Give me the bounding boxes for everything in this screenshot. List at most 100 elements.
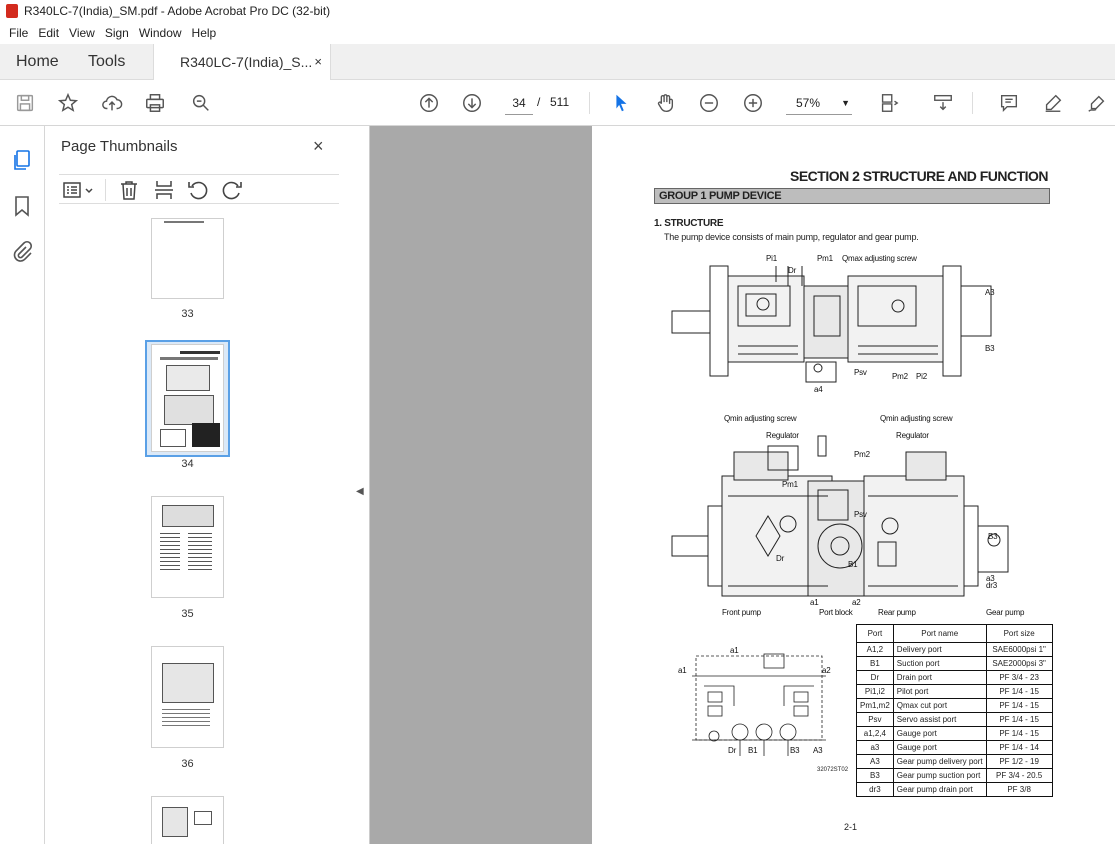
structure-description: The pump device consists of main pump, r… <box>664 232 919 242</box>
table-header-port: Port <box>856 624 894 643</box>
tab-document-label: R340LC-7(India)_S... <box>180 54 313 70</box>
page-thumbnail[interactable] <box>151 496 224 598</box>
panel-splitter[interactable]: ◀ <box>350 126 370 844</box>
cell-port-size: PF 1/4 - 14 <box>985 740 1053 755</box>
label-rear-pump: Rear pump <box>878 608 916 617</box>
cell-port-size: PF 1/4 - 15 <box>985 698 1053 713</box>
page-number-input[interactable]: 34 <box>505 91 533 115</box>
title-bar: R340LC-7(India)_SM.pdf - Adobe Acrobat P… <box>0 0 1115 22</box>
options-menu-icon[interactable] <box>61 178 97 202</box>
find-zoom-icon[interactable] <box>188 90 214 116</box>
highlight-pen-icon[interactable] <box>1040 90 1066 116</box>
cell-port: Psv <box>856 712 894 727</box>
toolbar-divider <box>972 92 973 114</box>
attachment-icon[interactable] <box>10 240 34 264</box>
menu-bar: File Edit View Sign Window Help <box>0 22 1115 44</box>
cell-port-name: Gauge port <box>892 740 987 755</box>
menu-window[interactable]: Window <box>138 26 182 40</box>
label-pm2: Pm2 <box>892 372 908 381</box>
label-a4: a4 <box>814 385 823 394</box>
print-icon[interactable] <box>142 90 168 116</box>
label-pi1: Pi1 <box>766 254 777 263</box>
rotate-right-icon[interactable] <box>220 178 244 202</box>
pump-side-view-diagram <box>671 435 1009 597</box>
toolbar: 34 / 511 57% ▼ <box>0 80 1115 126</box>
page-thumbnail[interactable] <box>151 218 224 299</box>
cell-port-name: Suction port <box>892 656 987 671</box>
save-icon[interactable] <box>12 90 38 116</box>
page-thumbnail[interactable] <box>151 646 224 748</box>
insert-page-icon[interactable] <box>152 178 176 202</box>
cell-port-name: Qmax cut port <box>892 698 987 713</box>
collapse-panel-icon[interactable]: ◀ <box>356 486 364 497</box>
next-page-icon[interactable] <box>459 90 485 116</box>
page-thumbnail-selected[interactable] <box>151 344 224 452</box>
menu-help[interactable]: Help <box>191 26 217 40</box>
label-regulator-left: Regulator <box>766 431 799 440</box>
cell-port-size: PF 3/4 - 23 <box>985 670 1053 685</box>
label-b1-circuit: B1 <box>748 746 758 755</box>
table-header-port-name: Port name <box>892 624 987 643</box>
bookmark-star-icon[interactable] <box>55 90 81 116</box>
group-title: GROUP 1 PUMP DEVICE <box>654 188 1050 204</box>
label-pm1-side: Pm1 <box>782 480 798 489</box>
label-b3: B3 <box>985 344 995 353</box>
drawing-code: 32072ST02 <box>817 767 849 773</box>
label-a2-right: a2 <box>822 666 831 675</box>
scroll-mode-icon[interactable] <box>930 90 956 116</box>
zoom-in-icon[interactable] <box>740 90 766 116</box>
zoom-level-dropdown[interactable]: 57% ▼ <box>786 91 852 115</box>
zoom-out-icon[interactable] <box>696 90 722 116</box>
menu-file[interactable]: File <box>9 26 29 40</box>
tab-home[interactable]: Home <box>16 53 59 70</box>
previous-page-icon[interactable] <box>416 90 442 116</box>
cell-port-name: Gear pump delivery port <box>892 754 987 769</box>
cell-port: a1,2,4 <box>856 726 894 741</box>
page-fit-icon[interactable] <box>876 90 902 116</box>
tab-document[interactable]: R340LC-7(India)_S... × <box>153 44 331 81</box>
close-tab-icon[interactable]: × <box>314 54 322 69</box>
close-panel-icon[interactable]: × <box>313 136 324 156</box>
label-b3-side: B3 <box>988 532 998 541</box>
bookmark-icon[interactable] <box>10 194 34 218</box>
label-a3-side: a3 <box>986 574 995 583</box>
page-thumbnail[interactable] <box>151 796 224 844</box>
upload-icon[interactable] <box>99 90 125 116</box>
delete-page-icon[interactable] <box>117 178 141 202</box>
label-gear-pump: Gear pump <box>986 608 1025 617</box>
cell-port: Dr <box>856 670 894 685</box>
cell-port-name: Gear pump drain port <box>892 782 987 797</box>
label-qmax: Qmax adjusting screw <box>842 254 917 263</box>
sign-icon[interactable] <box>1084 90 1110 116</box>
label-qmin-right: Qmin adjusting screw <box>880 414 953 423</box>
hand-tool-icon[interactable] <box>652 90 678 116</box>
toolbar-divider <box>105 179 106 201</box>
tab-tools[interactable]: Tools <box>88 53 126 70</box>
menu-edit[interactable]: Edit <box>38 26 60 40</box>
cell-port-size: PF 3/8 <box>985 782 1053 797</box>
chevron-down-icon: ▼ <box>841 98 850 108</box>
label-qmin-left: Qmin adjusting screw <box>724 414 797 423</box>
comment-icon[interactable] <box>996 90 1022 116</box>
label-a1-circuit: a1 <box>730 646 739 655</box>
select-cursor-icon[interactable] <box>608 90 634 116</box>
pump-top-view-diagram <box>671 265 992 383</box>
label-port-block: Port block <box>819 608 853 617</box>
page-thumbnails-icon[interactable] <box>10 148 34 172</box>
menu-sign[interactable]: Sign <box>104 26 129 40</box>
thumbnail-list: 33 34 35 36 <box>59 218 325 844</box>
tab-bar: Home Tools R340LC-7(India)_S... × <box>0 44 1115 81</box>
rotate-left-icon[interactable] <box>186 178 210 202</box>
menu-view[interactable]: View <box>69 26 95 40</box>
label-psv: Psv <box>854 368 867 377</box>
label-a1-side: a1 <box>810 598 819 607</box>
cell-port-size: PF 1/4 - 15 <box>985 712 1053 727</box>
